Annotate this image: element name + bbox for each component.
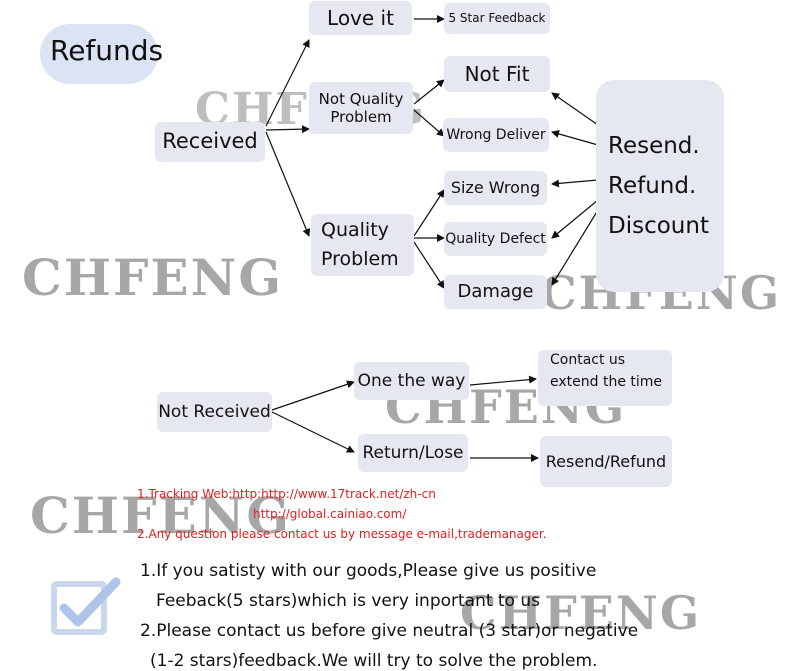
five-star-feedback-label: 5 Star Feedback — [448, 11, 546, 26]
watermark: CHFENG — [460, 586, 702, 640]
not-quality-label-line2: Problem — [330, 108, 392, 126]
love-it-node: Love it — [309, 1, 412, 35]
checkbox-check-icon — [51, 577, 121, 635]
one-the-way-label: One the way — [357, 370, 466, 391]
five-star-feedback-node: 5 Star Feedback — [444, 3, 550, 34]
resolution-node: Resend. Refund. Discount — [596, 80, 724, 292]
quality-defect-node: Quality Defect — [444, 222, 547, 256]
quality-problem-node: Quality Problem — [311, 214, 414, 276]
quality-label-line2: Problem — [321, 248, 399, 270]
quality-label-line1: Quality — [321, 218, 389, 241]
tracking-line-3: 2.Any question please contact us by mess… — [137, 527, 547, 541]
received-node: Received — [155, 122, 265, 162]
wrong-deliver-label: Wrong Deliver — [446, 126, 546, 143]
refund-arrows-icon — [40, 24, 158, 84]
return-lose-label: Return/Lose — [362, 442, 464, 463]
love-it-label: Love it — [327, 6, 394, 30]
discount-label: Discount — [608, 213, 709, 239]
resend-refund-node: Resend/Refund — [540, 436, 672, 487]
wrong-deliver-node: Wrong Deliver — [443, 118, 549, 152]
not-fit-node: Not Fit — [444, 56, 550, 92]
size-wrong-label: Size Wrong — [450, 178, 541, 198]
quality-defect-label: Quality Defect — [445, 230, 546, 247]
not-received-node: Not Received — [157, 392, 272, 432]
tracking-line-2: http://global.cainiao.com/ — [253, 507, 407, 521]
note-line-3: 2.Please contact us before give neutral … — [140, 621, 639, 641]
contact-us-node: Contact us extend the time — [538, 350, 672, 406]
resend-refund-label: Resend/Refund — [545, 451, 667, 471]
not-quality-problem-node: Not Quality Problem — [309, 82, 413, 134]
refund-label: Refund. — [608, 173, 697, 199]
watermark: CHFENG — [30, 486, 292, 545]
received-label: Received — [162, 129, 258, 154]
note-line-4: (1-2 stars)feedback.We will try to solve… — [150, 651, 598, 671]
tracking-line-1: 1.Tracking Web:http:http://www.17track.n… — [137, 487, 436, 501]
return-lose-node: Return/Lose — [358, 434, 468, 472]
damage-label: Damage — [457, 281, 534, 303]
contact-us-label-line2: extend the time — [550, 373, 663, 390]
not-fit-label: Not Fit — [464, 62, 530, 86]
resend-label: Resend. — [608, 133, 700, 159]
one-the-way-node: One the way — [354, 362, 469, 400]
watermark: CHFENG — [22, 248, 284, 307]
size-wrong-node: Size Wrong — [444, 171, 547, 205]
note-line-2: Feeback(5 stars)which is very inportant … — [156, 591, 541, 611]
refunds-title: Refunds — [50, 34, 164, 67]
not-received-label: Not Received — [158, 401, 271, 422]
contact-us-label-line1: Contact us — [550, 352, 626, 368]
damage-node: Damage — [444, 275, 547, 309]
not-quality-label-line1: Not Quality — [318, 90, 404, 108]
note-line-1: 1.If you satisty with our goods,Please g… — [140, 561, 597, 581]
